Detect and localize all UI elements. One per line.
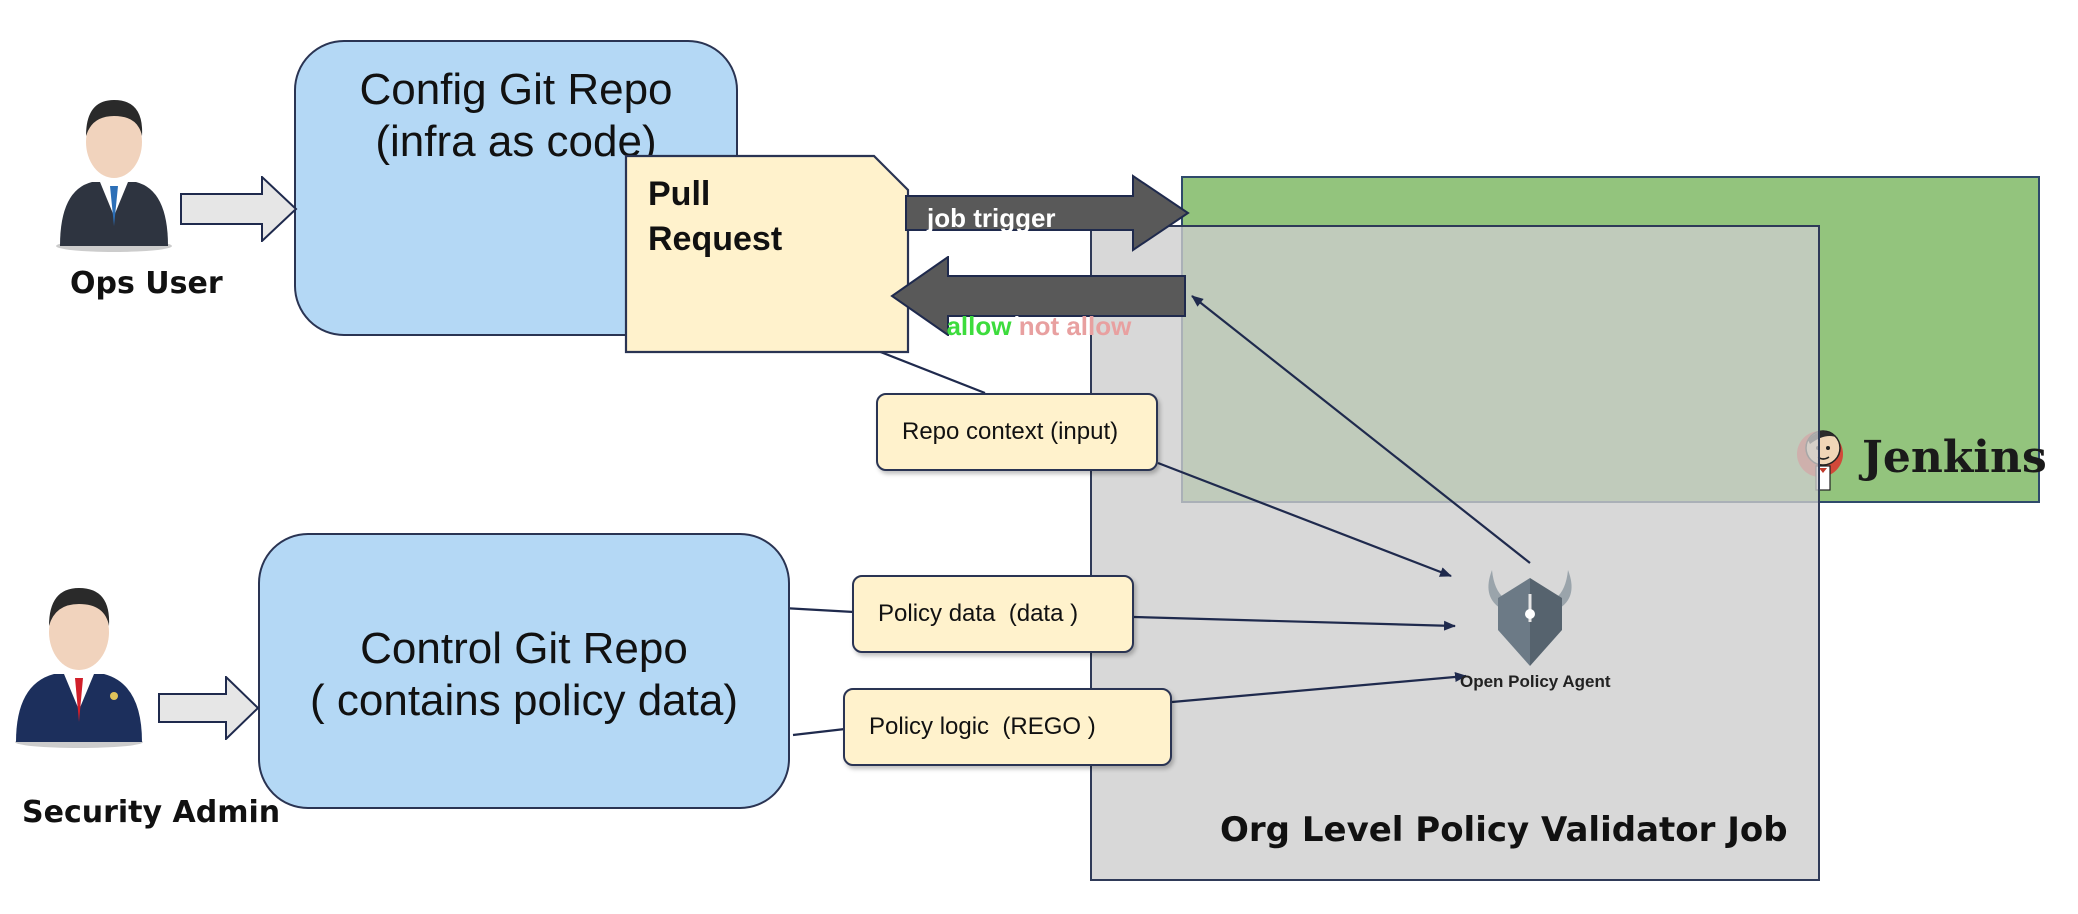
decision-label: allow/not allow [932,280,1131,342]
ops-user-avatar-icon [56,100,172,252]
repo-to-policy-logic-line [792,727,846,737]
job-title: Org Level Policy Validator Job [1220,810,1788,850]
pull-request-line1: Pull [648,175,711,213]
ops-user-arrow [180,174,298,247]
pr-to-context-line [877,349,986,395]
repo-context-box: Repo context (input) [876,393,1158,471]
policy-logic-box: Policy logic (REGO ) [843,688,1172,766]
open-policy-agent-icon [1488,570,1572,666]
control-repo-title: Control Git Repo [360,624,688,673]
policy-validator-job-panel [1090,225,1820,881]
allow-label: allow [946,311,1012,341]
security-admin-arrow [158,674,260,745]
repo-to-policy-data-line [782,606,855,614]
jenkins-label: Jenkins [1862,432,2047,483]
control-git-repo: Control Git Repo ( contains policy data) [258,533,790,809]
not-allow-label: not allow [1018,311,1132,341]
opa-label: Open Policy Agent [1460,672,1611,691]
ops-user-label: Ops User [70,266,223,301]
policy-data-label: Policy data (data ) [878,600,1079,627]
policy-data-box: Policy data (data ) [852,575,1134,653]
security-admin-avatar-icon [15,588,143,748]
pull-request-note [624,154,910,354]
security-admin-label: Security Admin [22,795,281,830]
job-trigger-arrow [905,174,1190,252]
config-repo-title: Config Git Repo [359,65,673,114]
pull-request-line2: Request [648,220,783,258]
decision-arrow [890,256,1186,336]
control-repo-subtitle: ( contains policy data) [310,676,738,725]
config-repo-subtitle: (infra as code) [375,117,657,166]
job-trigger-label: job trigger [927,203,1056,233]
repo-context-label: Repo context (input) [902,418,1119,445]
policy-logic-label: Policy logic (REGO ) [869,713,1096,740]
decision-separator: / [1011,311,1019,341]
pull-request-label: Pull Request [648,172,782,262]
